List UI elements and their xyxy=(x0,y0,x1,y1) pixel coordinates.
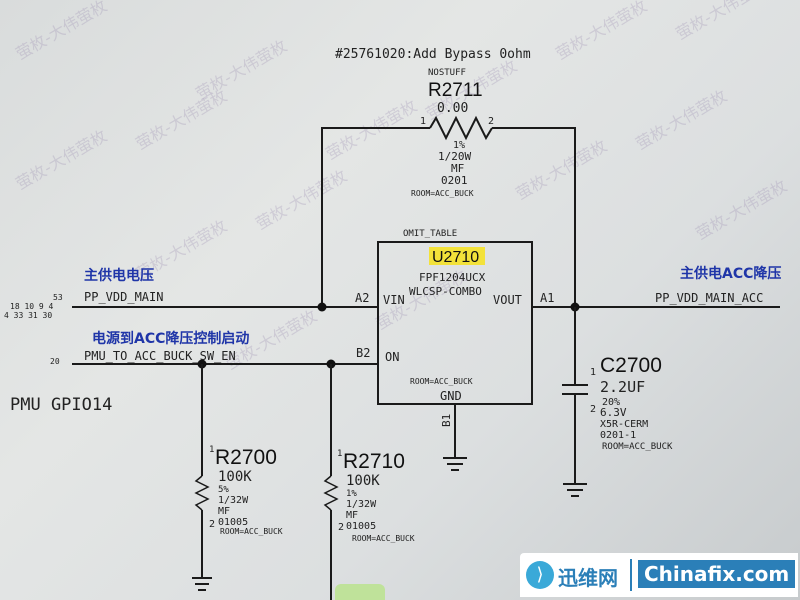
u2710-pin-gnd: GND xyxy=(440,389,462,403)
r2710-pin2: 2 xyxy=(338,522,344,533)
net-pp-vdd-main: PP_VDD_MAIN xyxy=(84,290,163,304)
r2711-ref: R2711 xyxy=(428,80,483,101)
net-label-cn-main: 主供电电压 xyxy=(84,267,154,284)
r2700-package: 01005 xyxy=(218,517,248,528)
watermark: 萤枚-大伟萤枚 xyxy=(513,136,611,203)
c2700-package: 0201-1 xyxy=(600,430,636,441)
watermark: 萤枚-大伟萤枚 xyxy=(323,96,421,163)
u2710-ball-a2: A2 xyxy=(355,291,369,305)
r2711-power: 1/20W xyxy=(438,150,471,163)
r2711-stuff-flag: NOSTUFF xyxy=(428,68,466,78)
watermark: 萤枚-大伟萤枚 xyxy=(673,0,771,43)
watermark: 萤枚-大伟萤枚 xyxy=(253,166,351,233)
r2711-wire-right xyxy=(492,127,576,307)
c2700-pin2: 2 xyxy=(590,404,596,415)
u2710-part: FPF1204UCX xyxy=(419,271,486,284)
r2710-symbol xyxy=(323,475,339,511)
u2710-ref: U2710 xyxy=(432,249,479,266)
r2710-power: 1/32W xyxy=(346,499,377,510)
c2700-pin1: 1 xyxy=(590,367,596,378)
r2710-value: 100K xyxy=(346,473,380,489)
r2710-tolerance: 1% xyxy=(346,489,357,499)
r2710-type: MF xyxy=(346,510,358,521)
badge-en-text: Chinafix.com xyxy=(638,560,796,588)
r2700-value: 100K xyxy=(218,469,252,485)
r2711-wire-left xyxy=(321,127,430,307)
r2711-room: ROOM=ACC_BUCK xyxy=(411,189,474,198)
r2711-package: 0201 xyxy=(441,174,468,187)
u2710-pin-on: ON xyxy=(385,350,399,364)
connector-pins-row1: 18 10 9 4 xyxy=(10,302,54,311)
connector-pin-20: 20 xyxy=(50,357,60,366)
change-note: #25761020:Add Bypass 0ohm xyxy=(335,47,531,62)
r2700-symbol xyxy=(194,475,210,511)
u2710-pin-vin: VIN xyxy=(383,293,405,307)
net-label-cn-enable: 电源到ACC降压控制启动 xyxy=(92,330,249,347)
watermark: 萤枚-大伟萤枚 xyxy=(693,176,791,243)
r2711-value: 0.00 xyxy=(437,101,468,116)
connector-pin-53: 53 xyxy=(53,293,63,302)
c2700-value: 2.2UF xyxy=(600,378,645,396)
c2700-dielectric: X5R-CERM xyxy=(600,419,648,430)
r2711-pin2: 2 xyxy=(488,116,494,127)
u2710-ball-b1: B1 xyxy=(440,414,453,427)
watermark: 萤枚-大伟萤枚 xyxy=(13,126,111,193)
watermark: 萤枚-大伟萤枚 xyxy=(133,86,231,153)
r2700-pin2: 2 xyxy=(209,519,215,530)
c2700-room: ROOM=ACC_BUCK xyxy=(602,442,673,452)
u2710-ball-a1: A1 xyxy=(540,291,554,305)
badge-cn-text: 迅维网 xyxy=(558,566,618,590)
r2710-package: 01005 xyxy=(346,521,376,532)
r2700-ref: R2700 xyxy=(215,446,277,469)
r2700-room: ROOM=ACC_BUCK xyxy=(220,527,283,536)
r2700-power: 1/32W xyxy=(218,495,249,506)
r2710-ref: R2710 xyxy=(343,450,405,473)
badge-divider xyxy=(630,559,632,591)
u2710-ref-highlight xyxy=(429,247,485,265)
watermark: 萤枚-大伟萤枚 xyxy=(193,36,291,103)
net-label-cn-acc: 主供电ACC降压 xyxy=(680,265,781,282)
u2710-ground-symbol xyxy=(443,457,467,471)
c2700-voltage: 6.3V xyxy=(600,406,627,419)
watermark: 萤枚-大伟萤枚 xyxy=(633,86,731,153)
site-badge: ⟩ 迅维网 Chinafix.com xyxy=(520,553,798,597)
net-pp-vdd-main-acc: PP_VDD_MAIN_ACC xyxy=(655,291,763,305)
u2710-package: WLCSP-COMBO xyxy=(409,285,482,298)
c2700-ground-symbol xyxy=(563,483,587,497)
c2700-ref: C2700 xyxy=(600,354,662,377)
r2711-tolerance: 1% xyxy=(453,140,465,151)
u2710-ball-b2: B2 xyxy=(356,346,370,360)
r2711-symbol xyxy=(429,115,493,141)
r2700-type: MF xyxy=(218,506,230,517)
watermark: 萤枚-大伟萤枚 xyxy=(13,0,111,63)
r2711-pin1: 1 xyxy=(420,116,426,127)
r2710-pin1: 1 xyxy=(337,449,342,459)
watermark: 萤枚-大伟萤枚 xyxy=(553,0,651,63)
green-tag xyxy=(335,584,385,600)
chinafix-logo-icon: ⟩ xyxy=(526,561,554,589)
r2710-room: ROOM=ACC_BUCK xyxy=(352,534,415,543)
r2700-ground-symbol xyxy=(192,577,212,591)
junction-vin xyxy=(317,302,327,312)
pmu-gpio14-label: PMU GPIO14 xyxy=(10,395,112,415)
r2700-tolerance: 5% xyxy=(218,485,229,495)
r2711-type: MF xyxy=(451,162,464,175)
c2700-tolerance: 20% xyxy=(602,397,620,408)
r2700-pin1: 1 xyxy=(209,445,214,455)
net-pmu-to-acc-buck-sw-en: PMU_TO_ACC_BUCK_SW_EN xyxy=(84,349,236,363)
connector-pins-row2: 4 33 31 30 xyxy=(4,311,52,320)
u2710-room: ROOM=ACC_BUCK xyxy=(410,377,473,386)
u2710-pin-vout: VOUT xyxy=(493,293,522,307)
u2710-omit-table: OMIT_TABLE xyxy=(403,229,457,239)
